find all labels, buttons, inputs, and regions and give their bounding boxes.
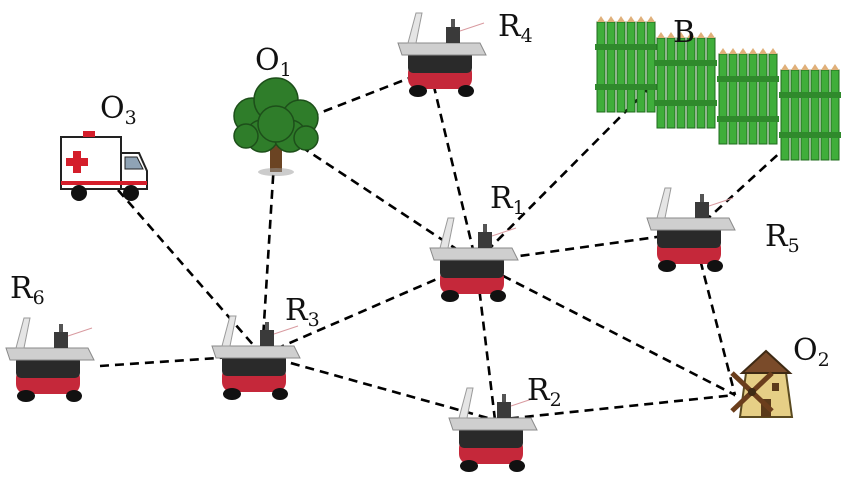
label-main: B xyxy=(673,15,695,50)
fence-panel-3 xyxy=(717,48,779,145)
node-label-o2: O2 xyxy=(793,333,830,371)
label-main: R xyxy=(527,373,551,408)
label-subscript: 3 xyxy=(308,309,320,331)
node-label-r5: R5 xyxy=(765,219,800,257)
node-label-o3: O3 xyxy=(100,91,137,129)
label-subscript: 1 xyxy=(513,197,525,219)
robot-icon xyxy=(211,315,301,400)
fence-panel-1 xyxy=(595,16,657,113)
edge-r5-b xyxy=(692,137,797,233)
robot-icon xyxy=(5,317,95,402)
label-subscript: 4 xyxy=(521,25,533,47)
edge-r1-o2 xyxy=(475,260,736,397)
robot-icon xyxy=(397,12,487,97)
fence-icon xyxy=(595,16,841,161)
label-subscript: 3 xyxy=(125,107,137,129)
label-main: R xyxy=(765,219,789,254)
fence-panel-4 xyxy=(779,64,841,161)
edge-r3-r1 xyxy=(261,260,477,357)
label-main: R xyxy=(10,271,34,306)
label-main: O xyxy=(255,43,280,78)
label-main: R xyxy=(498,9,522,44)
label-subscript: 1 xyxy=(280,59,292,81)
node-label-b: B xyxy=(673,15,695,50)
windmill-icon xyxy=(730,349,794,418)
label-main: O xyxy=(793,333,818,368)
node-label-r2: R2 xyxy=(527,373,562,411)
robot-icon xyxy=(646,187,736,272)
node-label-o1: O1 xyxy=(255,43,292,81)
robot-icon xyxy=(448,387,538,472)
node-label-r3: R3 xyxy=(285,293,320,331)
edge-r3-r2 xyxy=(261,353,496,422)
tree-icon xyxy=(233,77,319,176)
robot-icon xyxy=(429,217,519,302)
edge-r4-r1 xyxy=(428,69,478,263)
edge-o3-r3 xyxy=(117,189,263,356)
label-main: R xyxy=(490,181,514,216)
label-subscript: 2 xyxy=(550,389,562,411)
ambulance-icon xyxy=(60,131,148,201)
fence-panel-2 xyxy=(655,32,717,129)
label-subscript: 6 xyxy=(33,287,45,309)
label-subscript: 2 xyxy=(818,349,830,371)
node-label-r1: R1 xyxy=(490,181,525,219)
label-main: O xyxy=(100,91,125,126)
label-main: R xyxy=(285,293,309,328)
edge-r5-o2 xyxy=(691,231,737,396)
edges-layer xyxy=(99,68,797,422)
node-label-r6: R6 xyxy=(10,271,45,309)
edge-r1-r2 xyxy=(474,261,497,421)
icons-layer xyxy=(5,12,841,472)
label-subscript: 5 xyxy=(788,235,800,257)
node-label-r4: R4 xyxy=(498,9,533,47)
edge-r2-o2 xyxy=(494,393,736,422)
